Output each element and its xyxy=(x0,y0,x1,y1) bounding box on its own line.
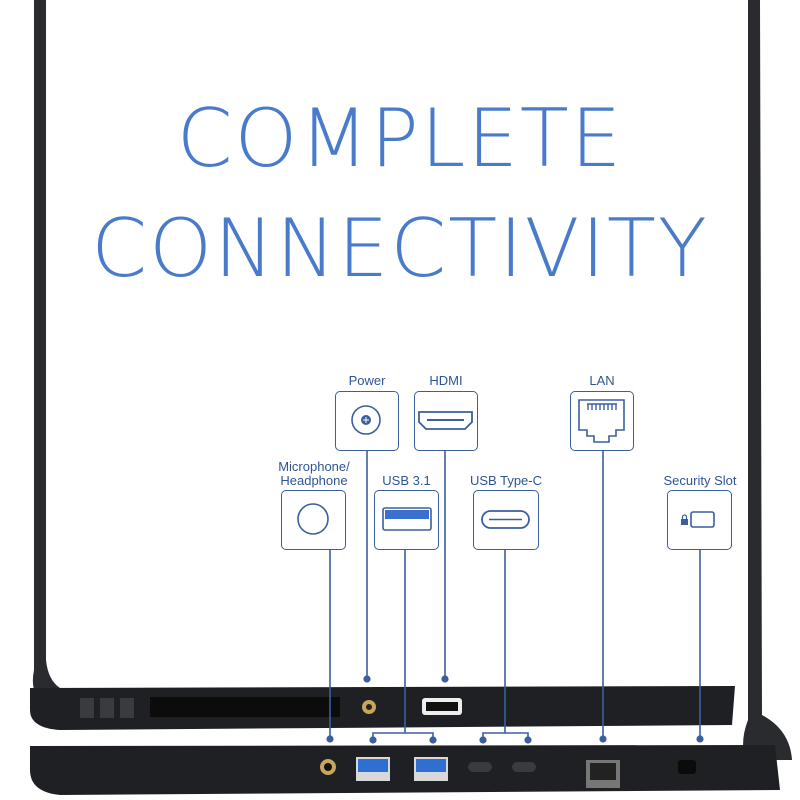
rear-side-base xyxy=(30,686,735,730)
hdmi-label: HDMI xyxy=(429,373,463,388)
headline-line-2: CONNECTIVITY xyxy=(91,202,709,295)
vent-grille xyxy=(150,697,340,717)
power-icon xyxy=(335,391,399,451)
security-slot-icon xyxy=(667,490,732,550)
mic-label-line-2: Headphone xyxy=(280,473,348,488)
lan-icon xyxy=(570,391,634,451)
mic-label-line-1: Microphone/ xyxy=(278,459,350,474)
left-side-base xyxy=(30,745,780,795)
usb31-label: USB 3.1 xyxy=(382,473,431,488)
left-lid xyxy=(32,0,60,700)
security-slot-label: Security Slot xyxy=(663,473,737,488)
connector-lines xyxy=(326,450,704,744)
hdmi-icon xyxy=(414,391,478,451)
usbc-label: USB Type-C xyxy=(469,473,542,488)
power-label: Power xyxy=(348,373,386,388)
lan-label: LAN xyxy=(589,373,615,388)
usb-type-c-icon xyxy=(473,490,539,550)
right-lid xyxy=(743,0,792,760)
headline-line-1: COMPLETE xyxy=(176,92,624,185)
usbc-port-1 xyxy=(468,762,492,772)
usbc-port-2 xyxy=(512,762,536,772)
security-slot xyxy=(678,760,696,774)
mic-label: Microphone/ Headphone xyxy=(262,460,366,488)
microphone-headphone-icon xyxy=(281,490,346,550)
usb31-icon xyxy=(374,490,439,550)
